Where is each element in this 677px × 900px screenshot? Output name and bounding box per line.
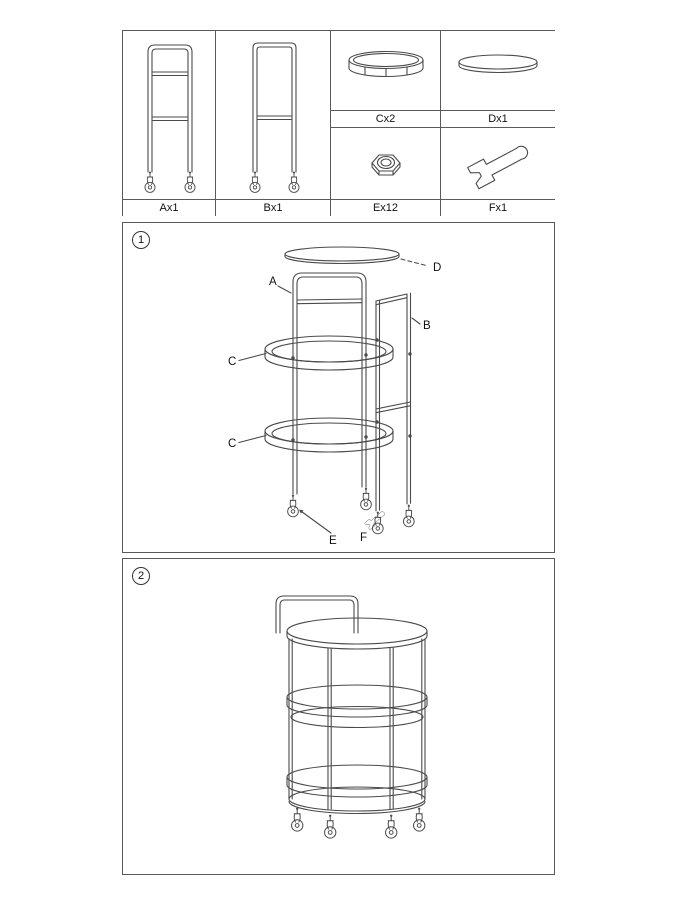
part-b-qty-label: Bx1 [215, 199, 330, 216]
part-f-qty-label: Fx1 [440, 199, 555, 216]
caster-wheel [402, 504, 415, 528]
step-1-panel: 1 [122, 222, 555, 553]
step-1-number-badge: 1 [132, 231, 150, 249]
assembled-middle-shelf-drawing [286, 684, 428, 729]
part-a-qty-label: Ax1 [122, 199, 215, 216]
caster-wheel [324, 814, 337, 839]
callout-b-leader [411, 317, 421, 325]
callout-f-label: F [360, 532, 367, 544]
ring-shelf-icon [347, 50, 424, 77]
side-frame-icon [249, 42, 299, 193]
assembled-bottom-shelf-drawing [286, 764, 428, 815]
callout-d-label: D [433, 262, 441, 274]
part-e-qty-label: Ex12 [330, 199, 440, 216]
step-2-number-badge: 2 [132, 567, 150, 585]
callout-e-arrow [301, 511, 332, 534]
fastener-points [291, 338, 412, 442]
mini-wrench-icon [364, 508, 387, 530]
part-c-qty-label: Cx2 [330, 110, 440, 127]
caster-wheel [385, 814, 398, 839]
callout-a-leader [277, 285, 292, 294]
parts-table: Cx2 Dx1 Ax1 Bx1 Ex12 Fx1 [122, 30, 555, 216]
hex-nut-icon [370, 153, 401, 176]
part-a-image-cell [122, 30, 215, 199]
part-b-image-cell [215, 30, 330, 199]
callout-c-upper-label: C [228, 356, 236, 368]
frame-a-drawing [292, 272, 367, 495]
part-c-image-cell [330, 30, 440, 110]
handle-frame-icon [144, 44, 195, 193]
part-c-upper-drawing [264, 335, 394, 371]
wrench-icon [467, 138, 533, 189]
part-f-image-cell [440, 127, 555, 199]
caster-wheel [287, 494, 299, 518]
frame-b-drawing [375, 292, 412, 512]
callout-e-arrowhead [299, 509, 304, 514]
callout-e-label: E [329, 535, 337, 547]
assembled-top-shelf-drawing [286, 617, 428, 650]
caster-wheel [360, 487, 372, 511]
step-2-assembled-diagram [275, 595, 428, 839]
caster-wheel [291, 807, 304, 832]
part-c-lower-drawing [264, 417, 394, 453]
step-2-panel: 2 [122, 558, 555, 875]
oval-top-icon [458, 53, 538, 73]
callout-c-lower-label: C [228, 438, 236, 450]
callout-c-lower-leader [238, 434, 267, 444]
part-e-image-cell [330, 127, 440, 199]
callout-c-upper-leader [238, 352, 267, 362]
part-d-drawing [284, 246, 400, 265]
callout-a-label: A [269, 276, 277, 288]
part-d-qty-label: Dx1 [440, 110, 555, 127]
callout-b-label: B [423, 320, 431, 332]
part-d-image-cell [440, 30, 555, 110]
callout-d-leader [400, 258, 429, 267]
caster-wheel [413, 807, 426, 832]
assembled-handle-drawing [275, 595, 359, 634]
step-1-exploded-diagram: D A B C C E F [228, 246, 441, 547]
